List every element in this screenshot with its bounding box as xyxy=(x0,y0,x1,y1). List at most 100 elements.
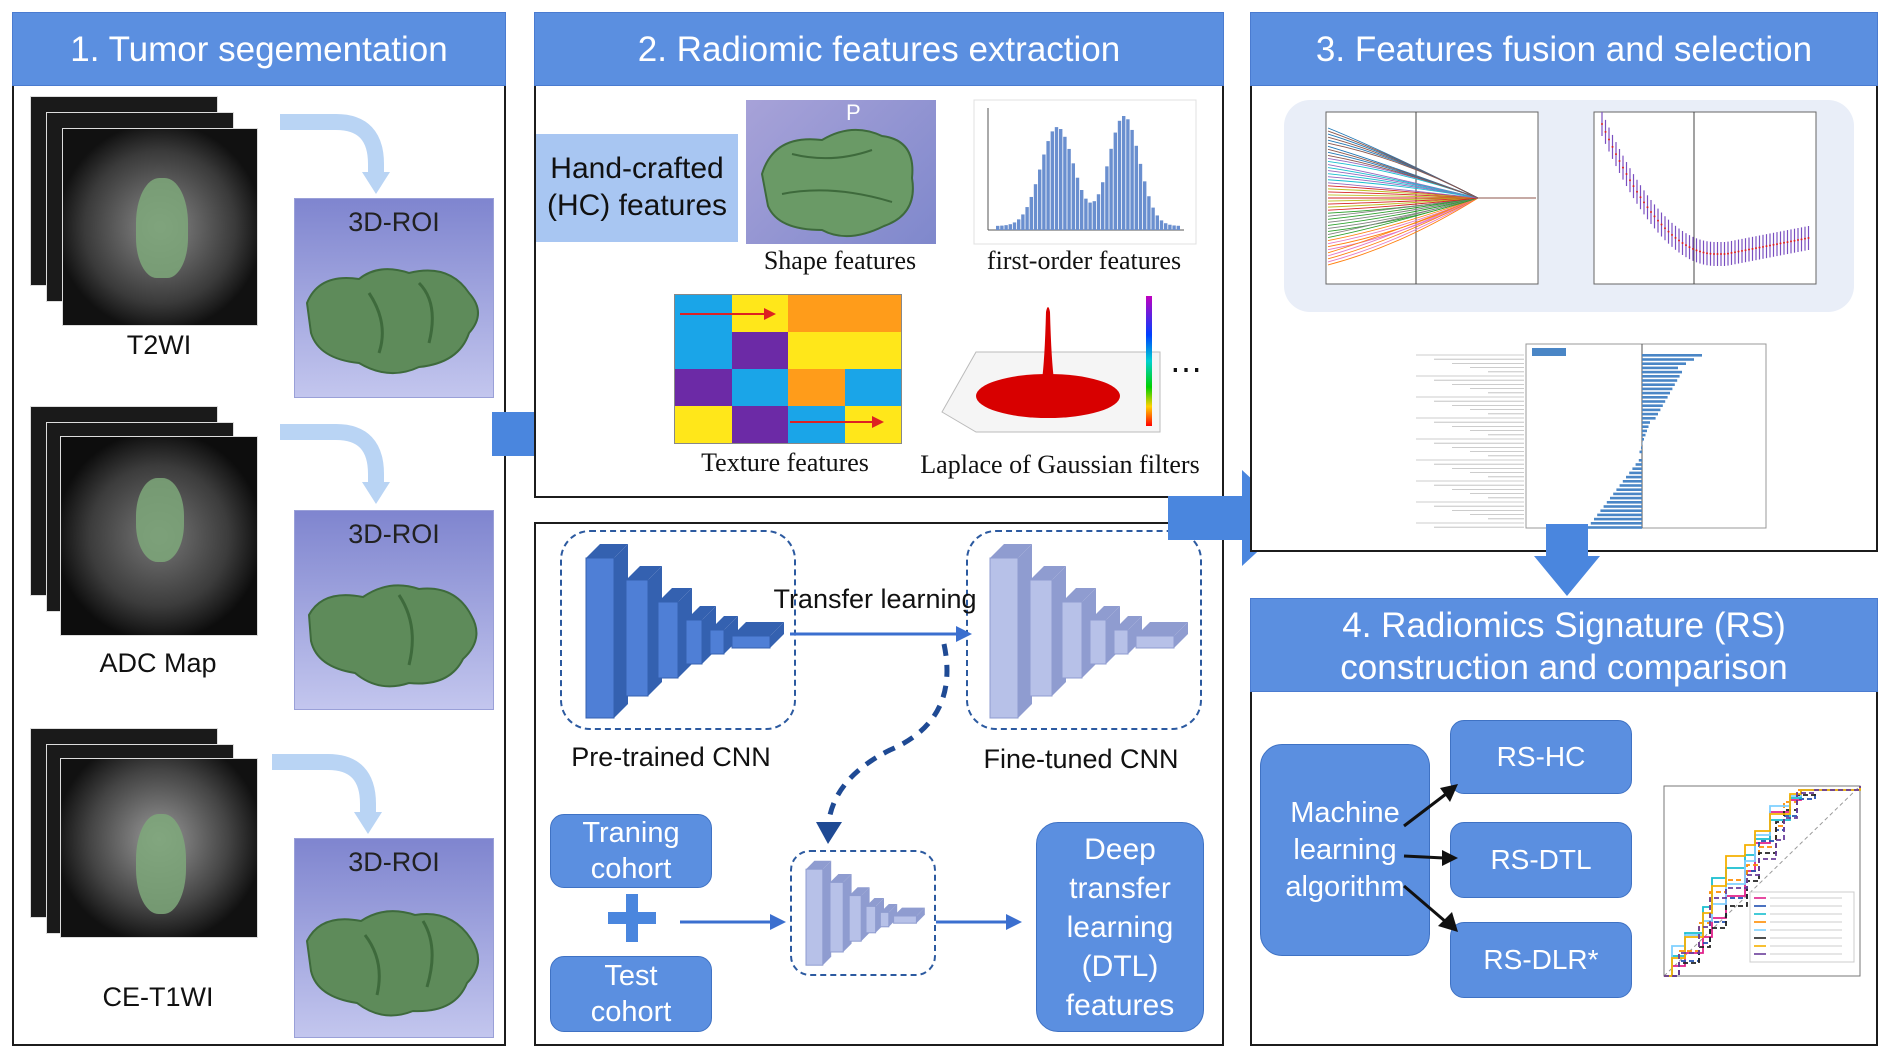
roi-mesh-icon xyxy=(305,268,479,375)
cnn-block-front xyxy=(731,635,771,649)
coef-bar xyxy=(1642,417,1656,420)
coef-bar xyxy=(1594,517,1642,521)
coef-bar xyxy=(1606,501,1642,504)
cv-point xyxy=(1646,206,1649,209)
cv-point xyxy=(1797,239,1799,242)
cnn-block-top xyxy=(806,860,832,870)
cnn-block-front xyxy=(1029,579,1053,697)
cv-point xyxy=(1625,173,1628,176)
roi-label: 3D-ROI xyxy=(348,519,440,549)
histogram-bar xyxy=(1050,131,1054,230)
histogram-bar xyxy=(1029,196,1033,230)
cnn-block-front xyxy=(657,601,679,679)
coef-bar xyxy=(1629,471,1642,475)
roi-box-t2wi: 3D-ROI xyxy=(294,198,494,398)
histogram-bar xyxy=(1092,201,1096,230)
cnn-block-side xyxy=(822,860,832,966)
histogram-bar xyxy=(1017,219,1021,230)
modality-label-ce-t1wi: CE-T1WI xyxy=(102,982,214,1012)
training-cohort-box: Traning cohort xyxy=(550,814,712,888)
coef-bar xyxy=(1590,522,1642,525)
coef-bar xyxy=(1642,429,1647,433)
pretrained-cnn-icon xyxy=(585,544,784,719)
lasso-path xyxy=(1327,197,1536,266)
coef-bar xyxy=(1610,496,1642,500)
training-line1: Traning xyxy=(582,817,680,849)
cv-point xyxy=(1790,240,1792,243)
cnn-block-front xyxy=(879,911,890,928)
training-line2: cohort xyxy=(590,853,672,885)
coef-bar xyxy=(1622,480,1642,483)
cv-point xyxy=(1653,215,1656,218)
cnn-block-top xyxy=(893,907,925,916)
cv-point xyxy=(1667,230,1670,233)
histogram-bar xyxy=(1134,145,1138,230)
cnn-block-top xyxy=(880,904,898,913)
histogram-bar xyxy=(1063,136,1067,230)
curved-arrow-icon xyxy=(272,754,382,834)
feature-extractor-frame xyxy=(790,850,936,976)
cv-point xyxy=(1681,241,1684,244)
cv-point xyxy=(1734,251,1736,254)
texture-arrow-icon xyxy=(790,416,884,428)
histogram-bar xyxy=(1071,163,1075,230)
ml-line: Machine xyxy=(1290,796,1400,829)
coef-bar xyxy=(1642,400,1666,403)
histogram-bar xyxy=(1033,184,1038,230)
coef-bar xyxy=(1626,475,1642,479)
cnn-block-side xyxy=(1174,622,1188,648)
dtl-line: transfer xyxy=(1069,871,1171,905)
cnn-block-front xyxy=(829,881,844,953)
tumor-overlay xyxy=(136,814,186,914)
test-line1: Test xyxy=(604,960,658,992)
cv-point xyxy=(1632,185,1635,188)
cv-point xyxy=(1716,253,1719,255)
cnn-block-front xyxy=(805,868,824,966)
coef-bar xyxy=(1642,366,1678,370)
cnn-block-top xyxy=(658,588,692,602)
plus-icon xyxy=(608,894,656,942)
cv-point xyxy=(1660,223,1663,226)
roi-mesh-icon xyxy=(307,584,478,688)
cnn-block-top xyxy=(866,898,884,907)
cv-point xyxy=(1699,250,1701,253)
texture-arrow-icon xyxy=(680,308,776,320)
lasso-path xyxy=(1327,197,1536,239)
cv-point xyxy=(1629,179,1631,182)
feature-extractor-icon xyxy=(805,860,925,966)
cv-point xyxy=(1618,159,1621,162)
roc-curve xyxy=(1664,786,1861,977)
coef-bar xyxy=(1642,362,1686,365)
shape-axis-label: P xyxy=(846,100,861,125)
cnn-block-front xyxy=(1061,601,1083,679)
finetuned-cnn-icon xyxy=(989,544,1188,719)
log-filter-plot xyxy=(941,296,1161,433)
tumor-overlay xyxy=(136,178,188,278)
roi-box-adc: 3D-ROI xyxy=(294,510,494,710)
cv-point xyxy=(1692,247,1694,250)
cnn-block-front xyxy=(685,619,703,665)
cv-point xyxy=(1741,249,1743,252)
cv-point xyxy=(1636,190,1638,193)
coef-bar xyxy=(1642,396,1668,399)
lasso-cv-plot xyxy=(1593,111,1817,285)
cv-point xyxy=(1664,227,1666,230)
histogram-bar xyxy=(1021,214,1025,230)
histogram-bar xyxy=(1080,190,1084,230)
modality-label-t2wi: T2WI xyxy=(126,330,192,360)
cv-point xyxy=(1685,244,1687,247)
coef-bar xyxy=(1587,526,1642,529)
ml-to-rs-arrows-icon xyxy=(1403,784,1458,932)
cnn-block-top xyxy=(830,874,852,883)
cv-point xyxy=(1615,153,1617,156)
cv-point xyxy=(1713,252,1715,255)
histogram-bar xyxy=(1012,222,1017,230)
texture-matrix xyxy=(674,294,902,444)
cnn-block-side xyxy=(614,544,628,718)
cnn-block-side xyxy=(724,616,738,654)
panel3-header: 3. Features fusion and selection xyxy=(1250,12,1878,86)
histogram-bar xyxy=(1075,177,1080,230)
coef-bar xyxy=(1613,492,1642,496)
coef-bar xyxy=(1616,488,1642,491)
lasso-path xyxy=(1327,197,1536,211)
